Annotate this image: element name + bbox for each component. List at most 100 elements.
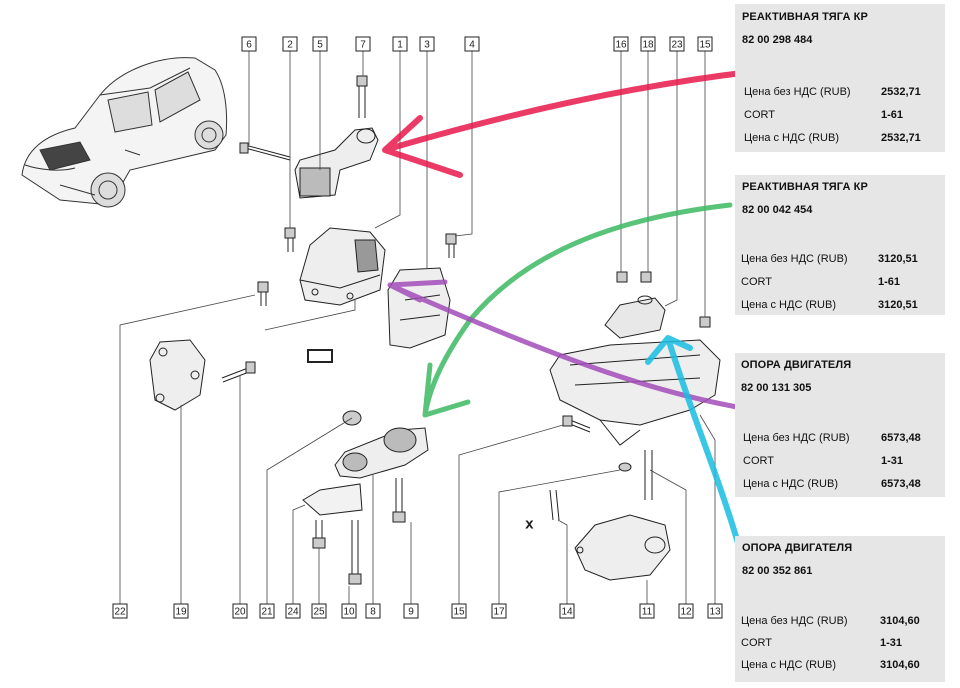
callout-25: 25 (311, 603, 327, 619)
svg-text:8: 8 (370, 607, 376, 618)
callout-2: 2 (282, 36, 298, 52)
engine-mount-23 (604, 295, 666, 339)
price-vat-label: Цена с НДС (RUB) (743, 478, 839, 490)
bolt-22 (257, 281, 269, 306)
svg-text:7: 7 (360, 40, 366, 51)
svg-text:2: 2 (287, 40, 293, 51)
price-vat-value: 3120,51 (878, 299, 918, 311)
svg-text:9: 9 (408, 607, 414, 618)
svg-text:1: 1 (397, 40, 403, 51)
price-vat-label: Цена с НДС (RUB) (741, 299, 837, 311)
bolt-7 (356, 75, 368, 118)
callout-1: 1 (392, 36, 408, 52)
cort-label: CORT (741, 276, 772, 288)
cort-label: CORT (741, 637, 772, 649)
cort-value: 1-61 (878, 276, 901, 288)
washer (618, 462, 632, 472)
engine-mount-1 (299, 227, 386, 306)
callout-15: 15 (697, 36, 713, 52)
price-no-vat-value: 3120,51 (878, 253, 918, 265)
svg-text:6: 6 (246, 40, 252, 51)
panel-title: ОПОРА ДВИГАТЕЛЯ (742, 542, 853, 554)
price-no-vat-label: Цена без НДС (RUB) (741, 615, 848, 627)
price-vat-value: 2532,71 (881, 132, 921, 144)
svg-text:12: 12 (680, 607, 692, 618)
part-number: 82 00 131 305 (741, 382, 812, 394)
green-arrow (422, 202, 733, 418)
car-illustration (21, 57, 228, 208)
svg-text:22: 22 (114, 607, 126, 618)
callout-13: 13 (707, 603, 723, 619)
svg-text:16: 16 (615, 40, 627, 51)
price-vat-value: 3104,60 (880, 659, 920, 671)
svg-text:4: 4 (469, 40, 475, 51)
svg-text:23: 23 (671, 40, 683, 51)
part-number: 82 00 352 861 (742, 565, 813, 577)
bolt-14 (549, 489, 560, 521)
panel-title: РЕАКТИВНАЯ ТЯГА КР (742, 181, 868, 193)
svg-text:10: 10 (343, 607, 355, 618)
callout-9: 9 (403, 603, 419, 619)
callout-12: 12 (678, 603, 694, 619)
callout-23: 23 (669, 36, 685, 52)
price-panel-3: ОПОРА ДВИГАТЕЛЯ 82 00 131 305 Цена без Н… (735, 353, 945, 497)
callout-6: 6 (241, 36, 257, 52)
price-vat-label: Цена с НДС (RUB) (744, 132, 840, 144)
bolt-25 (312, 520, 326, 549)
panel-title: ОПОРА ДВИГАТЕЛЯ (741, 359, 852, 371)
price-no-vat-label: Цена без НДС (RUB) (741, 253, 848, 265)
clip (307, 349, 333, 363)
bolt-10 (348, 520, 362, 585)
cort-label: CORT (744, 109, 775, 121)
panel-title: РЕАКТИВНАЯ ТЯГА КР (742, 11, 868, 23)
callout-16: 16 (613, 36, 629, 52)
bolt-2 (284, 227, 296, 252)
svg-text:17: 17 (493, 607, 505, 618)
bracket-19 (149, 339, 206, 411)
cort-value: 1-31 (880, 637, 903, 649)
callout-5: 5 (312, 36, 328, 52)
bolt-18 (640, 271, 652, 283)
annotation-arrows (382, 69, 779, 553)
svg-text:13: 13 (709, 607, 721, 618)
svg-text:5: 5 (317, 40, 323, 51)
callout-20: 20 (232, 603, 248, 619)
callout-17: 17 (491, 603, 507, 619)
bolt-4 (445, 233, 457, 258)
price-panel-2: РЕАКТИВНАЯ ТЯГА КР 82 00 042 454 Цена бе… (735, 175, 945, 315)
svg-text:X: X (526, 520, 533, 531)
price-panel-1: РЕАКТИВНАЯ ТЯГА КР 82 00 298 484 Цена бе… (735, 4, 945, 152)
cort-value: 1-31 (881, 455, 904, 467)
cyan-arrow (645, 335, 743, 553)
price-no-vat-label: Цена без НДС (RUB) (744, 86, 851, 98)
svg-text:3: 3 (424, 40, 430, 51)
svg-text:11: 11 (642, 607, 653, 618)
mount-11 (574, 514, 671, 581)
price-vat-label: Цена с НДС (RUB) (741, 659, 837, 671)
callout-19: 19 (173, 603, 189, 619)
svg-text:15: 15 (699, 40, 711, 51)
part-number: 82 00 298 484 (742, 34, 813, 46)
bolt-15b (562, 415, 591, 433)
callout-4: 4 (464, 36, 480, 52)
callout-8: 8 (365, 603, 381, 619)
svg-text:24: 24 (287, 607, 299, 618)
price-vat-value: 6573,48 (881, 478, 921, 490)
part-number: 82 00 042 454 (742, 204, 813, 216)
cort-label: CORT (743, 455, 774, 467)
price-no-vat-value: 3104,60 (880, 615, 920, 627)
price-no-vat-value: 2532,71 (881, 86, 921, 98)
price-panel-4: ОПОРА ДВИГАТЕЛЯ 82 00 352 861 Цена без Н… (735, 536, 945, 682)
svg-text:25: 25 (313, 607, 325, 618)
bolt-6 (239, 142, 291, 161)
callout-22: 22 (112, 603, 128, 619)
svg-text:18: 18 (642, 40, 654, 51)
callout-14: 14 (559, 603, 575, 619)
bolt-20 (221, 361, 256, 383)
callout-15: 15 (451, 603, 467, 619)
lower-torque-rod (302, 410, 429, 516)
cort-value: 1-61 (881, 109, 904, 121)
